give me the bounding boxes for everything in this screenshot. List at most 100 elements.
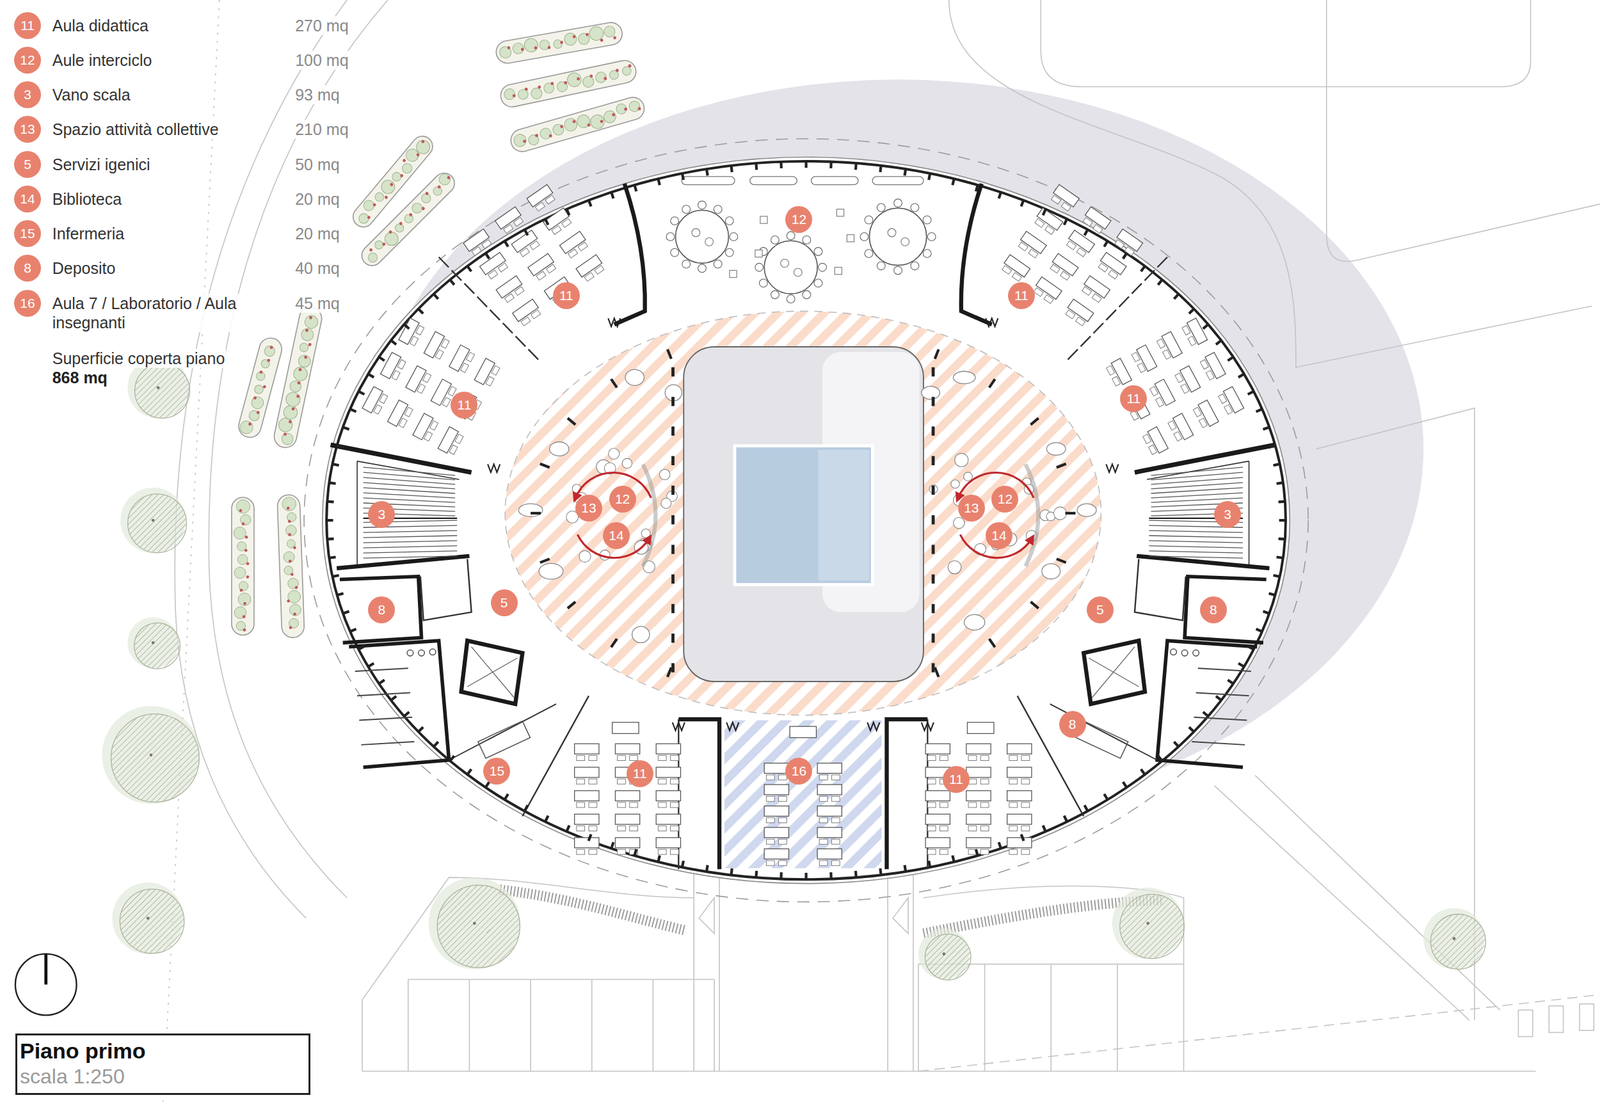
plan-drawing xyxy=(514,286,525,296)
plan-drawing xyxy=(336,592,344,597)
plan-drawing xyxy=(539,462,550,470)
plan-drawing xyxy=(831,839,840,845)
plan-drawing xyxy=(614,183,646,325)
plan-drawing xyxy=(786,295,795,304)
plan-drawing xyxy=(240,514,251,525)
plan-drawing xyxy=(330,183,740,870)
plan-drawing xyxy=(872,176,924,185)
plan-drawing xyxy=(1278,537,1286,541)
plan-drawing xyxy=(363,467,456,476)
callout-number: 12 xyxy=(14,46,41,74)
plan-drawing xyxy=(818,263,827,272)
plan-drawing xyxy=(250,395,265,411)
plan-drawing xyxy=(1255,775,1501,1011)
plan-drawing xyxy=(416,325,425,336)
plan-drawing xyxy=(307,343,312,347)
plan-drawing xyxy=(244,549,248,553)
plan-drawing xyxy=(298,368,303,372)
plan-drawing xyxy=(931,426,936,436)
plan-drawing xyxy=(400,161,415,176)
plan-drawing xyxy=(818,449,870,581)
plan-drawing xyxy=(1214,785,1470,1021)
plan-drawing xyxy=(931,633,936,643)
plan-drawing xyxy=(659,469,670,480)
plan-drawing xyxy=(460,362,469,373)
plan-drawing xyxy=(615,68,620,73)
plan-drawing xyxy=(243,628,247,632)
plan-drawing xyxy=(1452,936,1456,941)
plan-drawing xyxy=(520,316,531,326)
plan-drawing xyxy=(519,247,530,257)
plan-drawing xyxy=(780,259,790,268)
plan-drawing xyxy=(363,487,456,494)
plan-drawing xyxy=(671,367,675,377)
plan-drawing xyxy=(363,492,456,498)
plan-drawing xyxy=(831,860,840,866)
plan-drawing xyxy=(503,240,509,248)
plan-drawing xyxy=(362,1070,1536,1072)
plan-drawing xyxy=(974,849,980,857)
plan-drawing xyxy=(632,626,650,644)
plan-drawing xyxy=(846,234,854,242)
plan-drawing xyxy=(1029,417,1040,426)
room-name: Aula 7 / Laboratorio / Aula insegnanti xyxy=(51,293,290,333)
plan-drawing xyxy=(463,184,607,328)
callout-number: 11 xyxy=(626,760,654,788)
plan-drawing xyxy=(819,817,828,824)
plan-drawing xyxy=(442,397,451,408)
plan-drawing xyxy=(1226,679,1235,686)
plan-drawing xyxy=(429,648,436,656)
plan-drawing xyxy=(289,604,302,617)
plan-drawing xyxy=(671,633,675,643)
plan-drawing xyxy=(1041,824,1048,833)
plan-drawing xyxy=(617,755,626,761)
plan-drawing xyxy=(243,602,247,606)
plan-drawing xyxy=(437,184,442,190)
plan-drawing xyxy=(698,897,909,934)
plan-drawing xyxy=(789,726,816,738)
plan-drawing xyxy=(547,46,552,50)
plan-title: Piano primo xyxy=(19,1038,309,1064)
plan-drawing xyxy=(448,755,456,763)
plan-drawing xyxy=(288,533,292,537)
plan-drawing xyxy=(504,293,514,303)
plan-drawing xyxy=(527,133,541,147)
plan-drawing xyxy=(1077,503,1097,517)
plan-drawing xyxy=(779,872,783,880)
plan-drawing xyxy=(297,353,312,368)
plan-drawing xyxy=(565,824,571,833)
plan-drawing xyxy=(755,250,763,258)
plan-drawing xyxy=(485,376,495,386)
plan-drawing xyxy=(296,394,301,399)
plan-drawing xyxy=(304,355,308,360)
plan-drawing xyxy=(471,247,482,256)
plan-drawing xyxy=(546,264,557,274)
plan-drawing xyxy=(420,139,425,144)
plan-drawing xyxy=(288,379,303,393)
plan-drawing xyxy=(461,640,523,704)
plan-drawing xyxy=(149,753,153,757)
plan-drawing xyxy=(705,865,710,873)
callout-number: 11 xyxy=(1120,385,1147,413)
plan-drawing xyxy=(403,323,411,330)
plan-drawing xyxy=(336,556,470,569)
plan-drawing xyxy=(1201,711,1209,718)
plan-drawing xyxy=(1278,500,1286,504)
plan-drawing xyxy=(549,441,569,456)
plan-drawing xyxy=(1139,264,1147,272)
plan-drawing xyxy=(393,222,406,235)
plan-drawing xyxy=(609,841,615,850)
plan-drawing xyxy=(277,494,305,639)
plan-drawing xyxy=(759,279,768,288)
plan-drawing xyxy=(292,365,310,383)
callout-number: 3 xyxy=(1214,501,1241,528)
plan-drawing xyxy=(617,849,626,855)
area-value: 270 mq xyxy=(293,16,350,36)
plan-drawing xyxy=(1279,519,1287,522)
plan-drawing xyxy=(1157,278,1164,286)
plan-drawing xyxy=(588,25,605,42)
plan-drawing xyxy=(637,106,642,111)
plan-drawing xyxy=(238,419,255,436)
plan-drawing xyxy=(499,889,686,931)
